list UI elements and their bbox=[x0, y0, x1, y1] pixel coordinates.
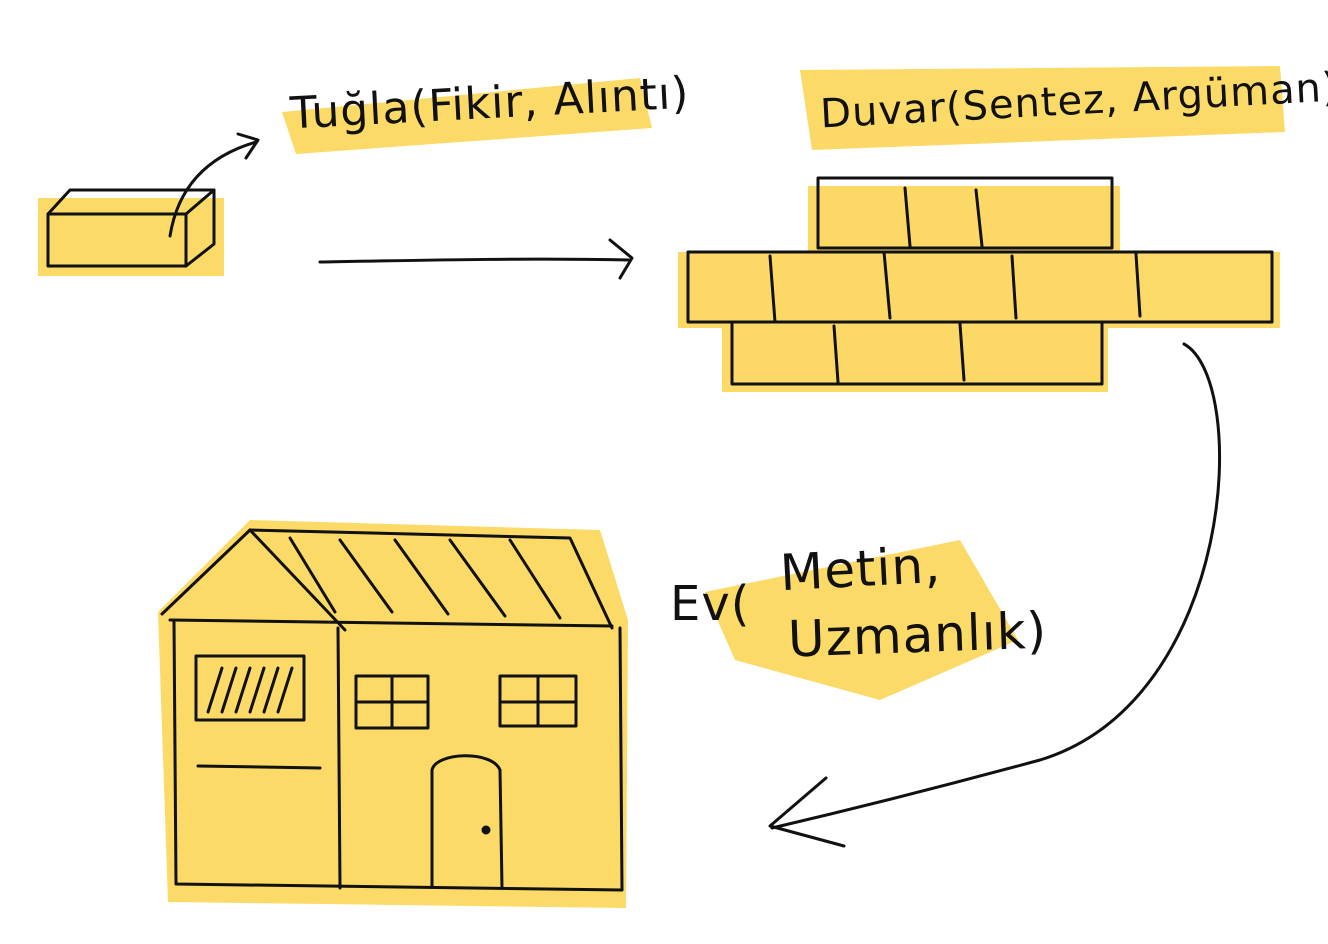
brick-to-label-arrow bbox=[168, 132, 260, 238]
brick-to-wall-arrow bbox=[318, 238, 634, 280]
wall-top-highlight bbox=[808, 186, 1120, 254]
brick-highlight bbox=[38, 198, 224, 276]
wall-to-house-arrow bbox=[768, 342, 1221, 848]
brick-label-highlight bbox=[282, 78, 652, 154]
house-label-line2: Uzmanlık) bbox=[787, 601, 1049, 669]
wall-label-highlight bbox=[800, 66, 1285, 150]
house-label-prefix: Ev( bbox=[670, 576, 751, 632]
house-label-line1: Metin, bbox=[778, 535, 943, 603]
highlight-marks bbox=[38, 66, 1285, 908]
house-label: Ev( Metin, Uzmanlık) bbox=[670, 536, 1048, 700]
wall-sketch bbox=[686, 176, 1274, 386]
house-sketch bbox=[160, 528, 624, 892]
house-label-highlight bbox=[705, 540, 1018, 700]
wall-mid-highlight bbox=[678, 252, 1280, 328]
brick-sketch bbox=[46, 188, 216, 268]
wall-bottom-highlight bbox=[722, 320, 1108, 392]
